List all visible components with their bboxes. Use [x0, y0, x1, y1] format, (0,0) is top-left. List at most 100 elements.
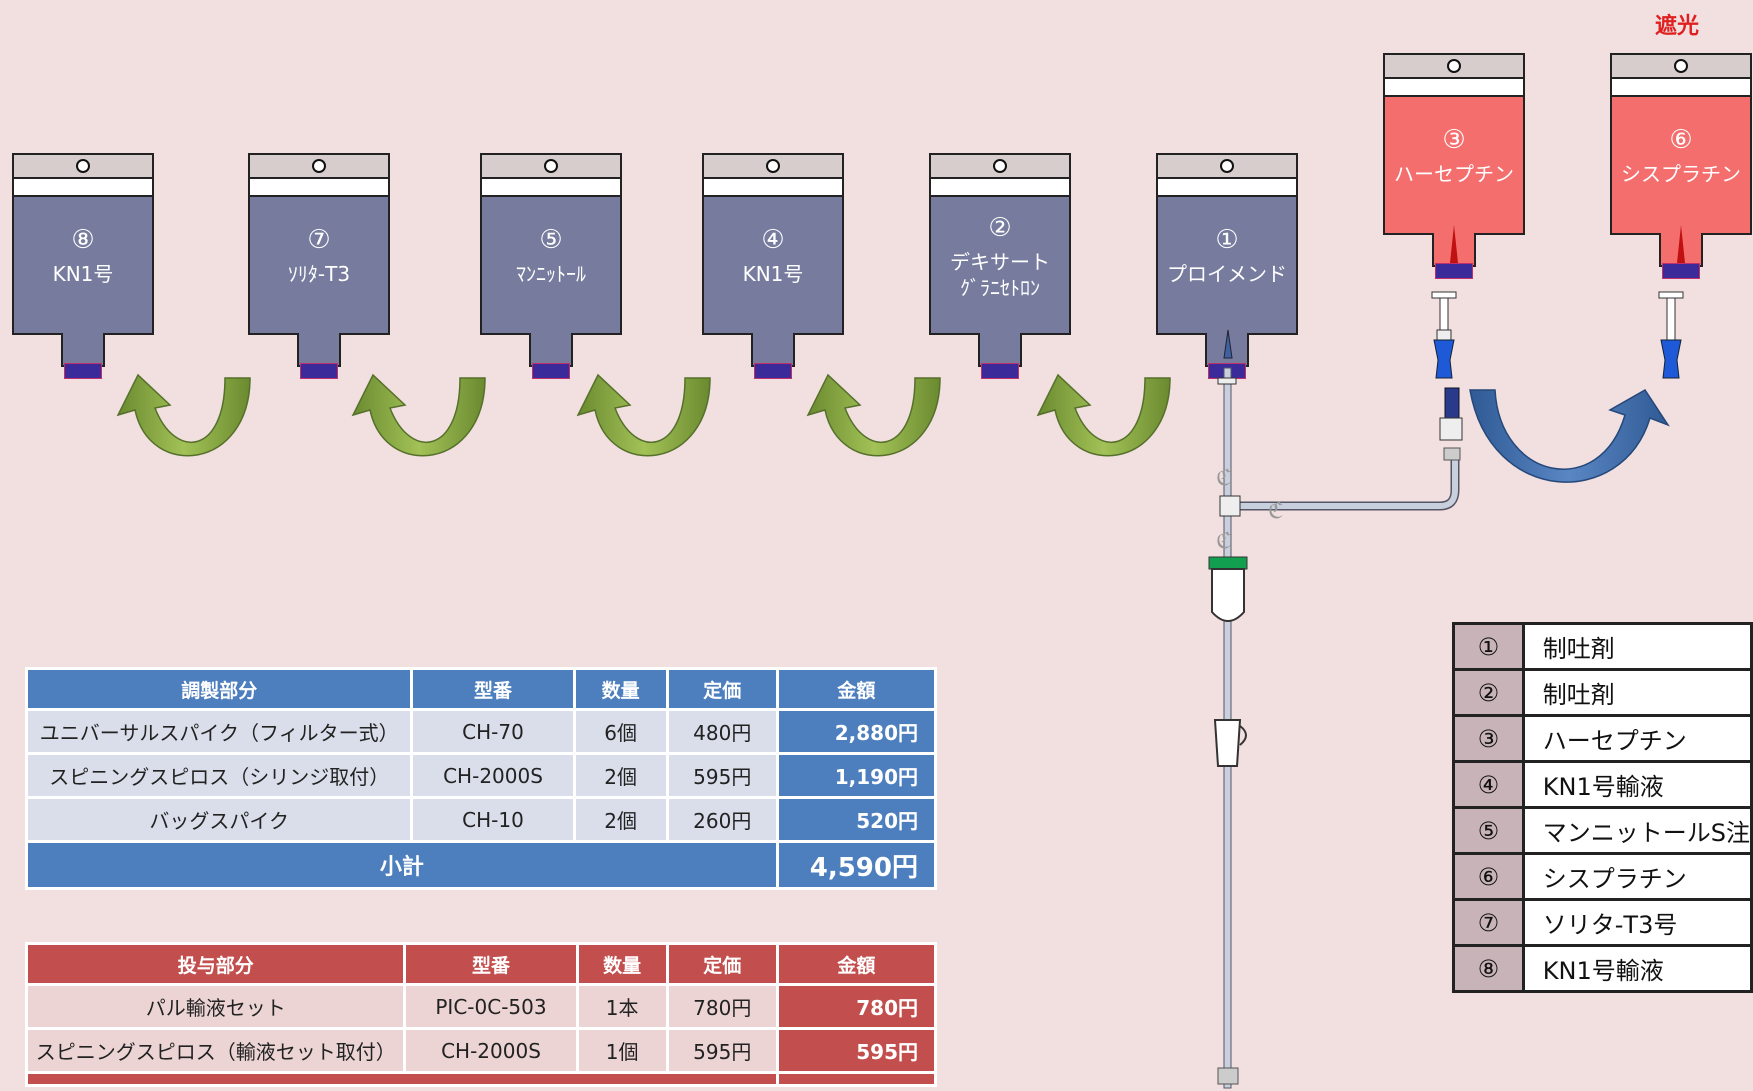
port [754, 363, 792, 379]
subtotal-value: 4,590円 [775, 840, 938, 890]
prep-header-model: 型番 [410, 667, 576, 711]
legend-value: 制吐剤 [1521, 668, 1753, 717]
hang-hole-icon [544, 159, 558, 173]
bag-name: ハーセプチン [1394, 162, 1514, 186]
bag-number: ④ [761, 225, 785, 255]
cell: ユニバーサルスパイク（フィルター式） [24, 708, 414, 755]
cell: CH-10 [410, 796, 576, 843]
legend-value: KN1号輸液 [1521, 760, 1753, 809]
prep-header-price: 定価 [665, 667, 779, 711]
subtotal-row: 小計 4,590円 [25, 840, 938, 890]
bag-name: KN1号 [742, 262, 804, 286]
cell: バッグスパイク [24, 796, 414, 843]
table-row: ユニバーサルスパイク（フィルター式） CH-70 6個 480円 2,880円 [24, 708, 938, 755]
hang-hole-icon [766, 159, 780, 173]
cell: 1,190円 [775, 752, 938, 799]
blue-arrow [1469, 388, 1670, 483]
connector-6 [1658, 291, 1684, 379]
port [1435, 263, 1473, 279]
bag-number: ⑦ [307, 225, 331, 255]
hang-hole-icon [1674, 59, 1688, 73]
bag-name: ｿﾘﾀ-T3 [287, 262, 351, 286]
subtotal-label: 小計 [25, 840, 779, 890]
bag-name: ｸﾞﾗﾆｾﾄﾛﾝ [960, 276, 1040, 300]
bag-name: ﾏﾝﾆｯﾄｰﾙ [516, 262, 586, 286]
green-arrow-1 [116, 373, 251, 457]
main-line [1223, 367, 1232, 1089]
cell: スピニングスピロス（シリンジ取付） [24, 752, 414, 799]
prep-header-amount: 金額 [775, 667, 938, 711]
legend-key: ④ [1452, 760, 1525, 809]
admin-header-part: 投与部分 [24, 942, 407, 986]
table-row: スピニングスピロス（輸液セット取付） CH-2000S 1個 595円 595円 [24, 1027, 938, 1074]
table-row: パル輸液セット PIC-0C-503 1本 780円 780円 [24, 983, 938, 1030]
admin-header-price: 定価 [665, 942, 779, 986]
prep-header-qty: 数量 [572, 667, 669, 711]
bag-number: ① [1215, 225, 1239, 255]
bag-name: シスプラチン [1621, 162, 1741, 186]
legend-key: ⑤ [1452, 806, 1525, 855]
legend-value: KN1号輸液 [1521, 944, 1753, 993]
hang-hole-icon [312, 159, 326, 173]
prep-table: 調製部分 型番 数量 定価 金額 ユニバーサルスパイク（フィルター式） CH-7… [24, 667, 938, 890]
port [300, 363, 338, 379]
cell: 520円 [775, 796, 938, 843]
admin-header-amount: 金額 [775, 942, 938, 986]
green-arrow-4 [806, 373, 941, 457]
cell: 595円 [665, 1027, 779, 1074]
cell: 595円 [665, 752, 779, 799]
cell: 595円 [775, 1027, 938, 1074]
connector-3 [1431, 291, 1457, 379]
connector-3b [1439, 387, 1463, 461]
green-arrow-2 [351, 373, 486, 457]
cell: 2,880円 [775, 708, 938, 755]
table-row: バッグスパイク CH-10 2個 260円 520円 [24, 796, 938, 843]
cell: 780円 [775, 983, 938, 1030]
port [981, 363, 1019, 379]
port [1208, 363, 1246, 379]
bag-number: ⑥ [1669, 125, 1693, 155]
legend-key: ① [1452, 622, 1525, 671]
green-arrow-3 [576, 373, 711, 457]
cell: 480円 [665, 708, 779, 755]
cell: 260円 [665, 796, 779, 843]
spike-icon [1677, 225, 1685, 263]
port [64, 363, 102, 379]
legend-key: ② [1452, 668, 1525, 717]
cell: 6個 [572, 708, 669, 755]
cell: 2個 [572, 752, 669, 799]
port [532, 363, 570, 379]
cell: PIC-0C-503 [403, 983, 579, 1030]
drip-chamber [1211, 568, 1245, 622]
bag-name: デキサート [950, 250, 1050, 274]
port [1662, 263, 1700, 279]
legend-key: ⑥ [1452, 852, 1525, 901]
svg-text:ℭ: ℭ [1216, 529, 1231, 554]
cell: 1本 [575, 983, 669, 1030]
hang-hole-icon [1220, 159, 1234, 173]
bag-number: ② [988, 213, 1012, 243]
legend-value: シスプラチン [1521, 852, 1753, 901]
svg-text:ℭ: ℭ [1216, 466, 1231, 491]
green-arrow-5 [1036, 373, 1171, 457]
drip-chamber-cap [1208, 556, 1248, 570]
roller-clamp [1213, 719, 1242, 767]
table-row: スピニングスピロス（シリンジ取付） CH-2000S 2個 595円 1,190… [24, 752, 938, 799]
legend-value: マンニットールS注 [1521, 806, 1753, 855]
t-connector [1219, 495, 1241, 517]
legend-value: ハーセプチン [1521, 714, 1753, 763]
cell: 780円 [665, 983, 779, 1030]
bag-number: ③ [1442, 125, 1466, 155]
branch-line [1235, 460, 1460, 511]
legend-key: ③ [1452, 714, 1525, 763]
cell: CH-70 [410, 708, 576, 755]
prep-header-part: 調製部分 [24, 667, 414, 711]
legend-value: 制吐剤 [1521, 622, 1753, 671]
